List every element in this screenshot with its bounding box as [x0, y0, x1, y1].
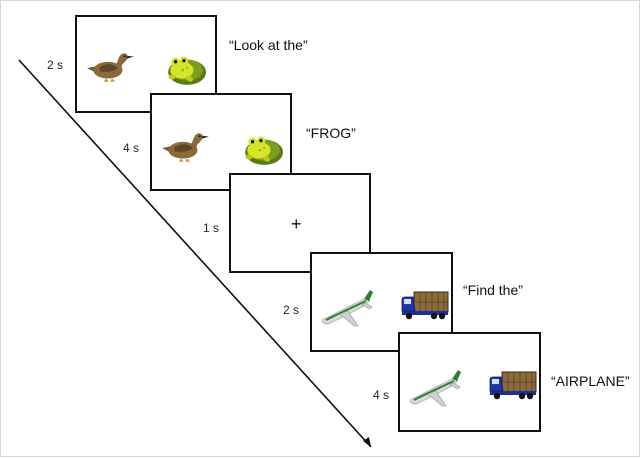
duration-label-1: 2 s	[47, 58, 64, 72]
speech-label-1: “Look at the”	[229, 37, 308, 53]
duck-icon	[162, 133, 209, 162]
frog-icon	[245, 136, 284, 165]
fixation-cross: +	[291, 214, 302, 234]
duration-label-3: 1 s	[203, 221, 220, 235]
duration-label-4: 2 s	[283, 303, 300, 317]
duck-icon	[87, 53, 134, 82]
truck-icon	[489, 371, 537, 400]
airplane-icon	[321, 290, 374, 327]
speech-label-5: “AIRPLANE”	[551, 373, 630, 389]
stimulus-frame-1	[75, 15, 217, 113]
speech-label-4: “Find the”	[463, 282, 523, 298]
airplane-icon	[409, 370, 462, 407]
speech-label-2: “FROG”	[306, 125, 356, 141]
duration-label-5: 4 s	[373, 388, 390, 402]
frog-icon	[168, 56, 207, 85]
truck-icon	[401, 291, 449, 320]
duration-label-2: 4 s	[123, 141, 140, 155]
stimulus-frame-5	[398, 332, 541, 432]
